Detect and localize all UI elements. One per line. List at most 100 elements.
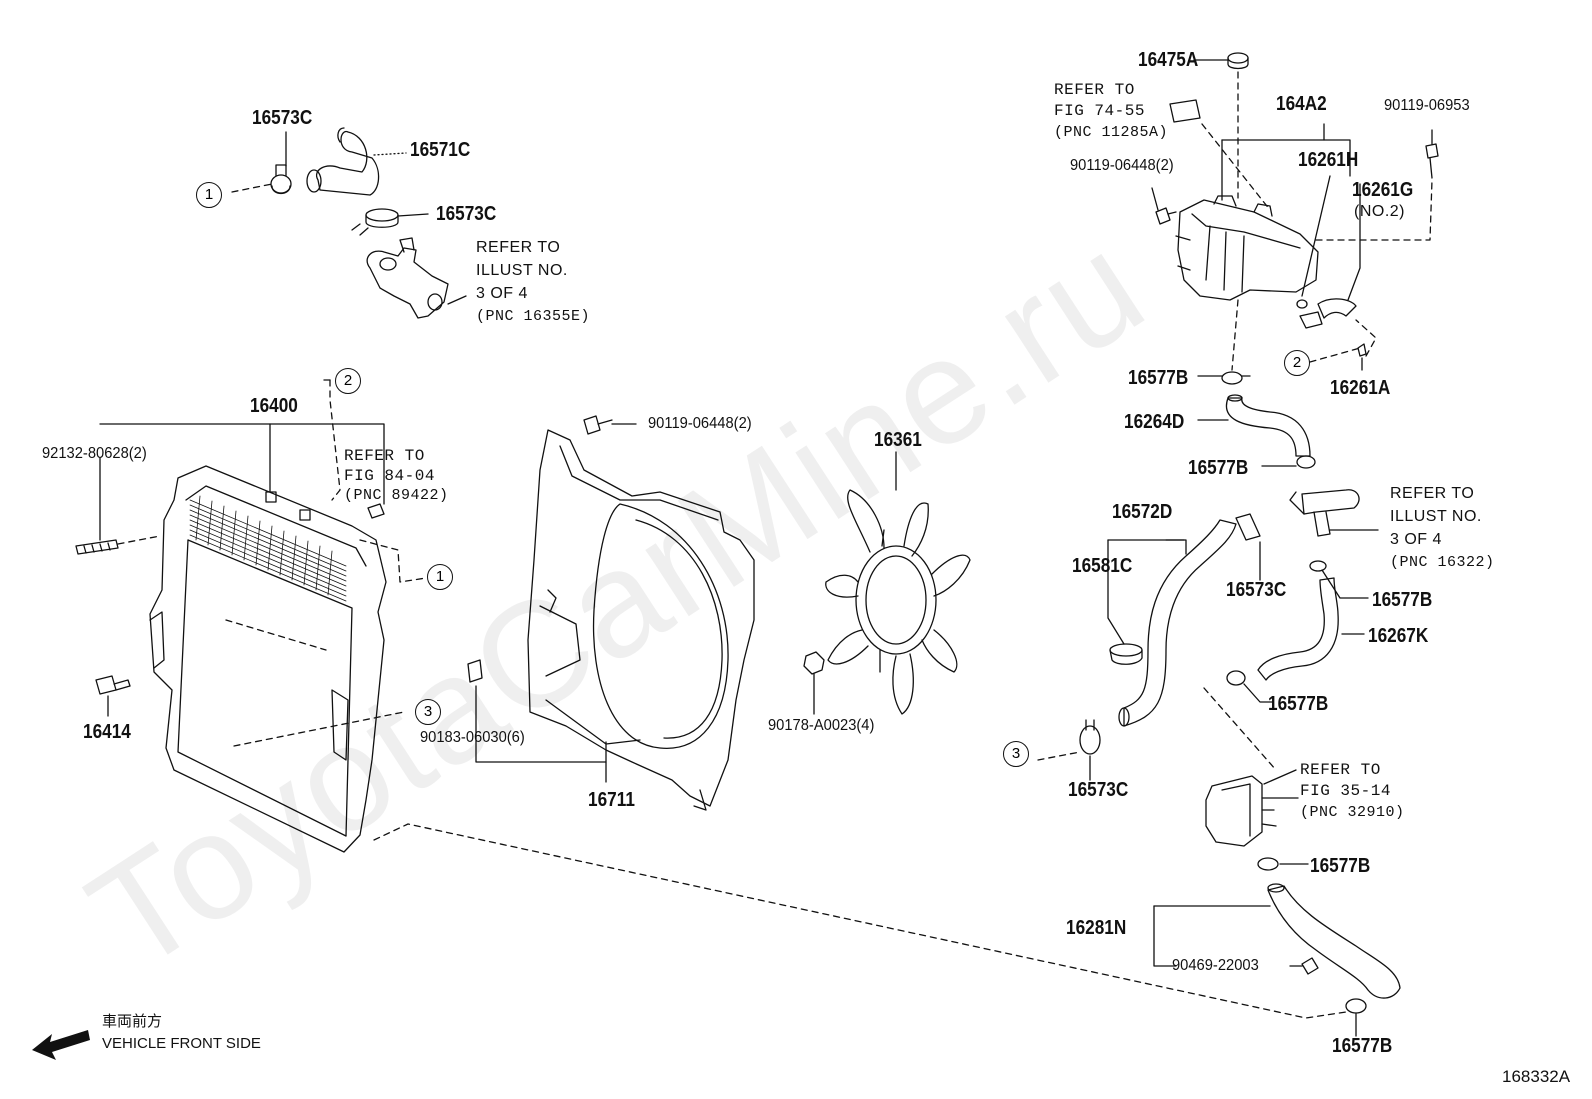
hose-16572D-drawing xyxy=(1118,519,1237,727)
refer-line: 3 OF 4 xyxy=(476,285,528,302)
reservoir-164A2-drawing xyxy=(1175,195,1319,301)
refer-line: ILLUST NO. xyxy=(1390,508,1482,525)
clamp-16577B-bottom-drawing xyxy=(1345,998,1367,1014)
bolt-16414-drawing xyxy=(95,675,131,695)
clip-90469-drawing xyxy=(1301,957,1319,975)
callout-3-radiator: 3 xyxy=(415,699,441,725)
callout-2-reservoir: 2 xyxy=(1284,350,1310,376)
clamp-16573C-lower-drawing xyxy=(1079,719,1101,755)
pipe-16322-drawing xyxy=(1289,489,1360,537)
refer-line: (PNC 16355E) xyxy=(476,308,591,325)
hose-16264D-drawing xyxy=(1225,394,1311,457)
part-label-16267K: 16267K xyxy=(1368,625,1429,647)
part-label-90119-06953: 90119-06953 xyxy=(1384,97,1470,114)
part-label-16571C: 16571C xyxy=(410,139,471,161)
part-label-16577B-mid: 16577B xyxy=(1188,457,1249,479)
part-label-164A2: 164A2 xyxy=(1276,93,1327,115)
bolt-90119-res-drawing xyxy=(1155,207,1177,225)
hose-16281N-drawing xyxy=(1267,883,1401,999)
part-label-16261G: 16261G xyxy=(1352,179,1414,201)
clamp-16573C-right-drawing xyxy=(1235,513,1261,541)
refer-line: (PNC 11285A) xyxy=(1054,124,1169,141)
refer-note-fig-74-55: REFER TO FIG 74-55 (PNC 11285A) xyxy=(1054,80,1168,143)
part-label-16361: 16361 xyxy=(874,429,922,451)
part-label-16475A: 16475A xyxy=(1138,49,1199,71)
grommet-89422-drawing xyxy=(367,503,385,519)
part-label-16577B-267K: 16577B xyxy=(1372,589,1433,611)
part-label-16573C-lower: 16573C xyxy=(1068,779,1129,801)
refer-line: FIG 35-14 xyxy=(1300,782,1391,800)
refer-note-fig-84-04: REFER TO FIG 84-04 (PNC 89422) xyxy=(344,446,449,506)
callout-3-hose: 3 xyxy=(1003,741,1029,767)
clamp-16573C-mid-drawing xyxy=(351,208,399,236)
part-label-16264D: 16264D xyxy=(1124,411,1185,433)
figure-code: 168332A xyxy=(1502,1067,1571,1086)
part-label-90178-A0023: 90178-A0023(4) xyxy=(768,717,875,734)
refer-note-16322: REFER TO ILLUST NO. 3 OF 4 (PNC 16322) xyxy=(1390,482,1495,574)
front-direction-jp: 車両前方 xyxy=(102,1013,163,1030)
plate-11285A-drawing xyxy=(1169,99,1201,123)
part-label-16261A: 16261A xyxy=(1330,377,1391,399)
callout-1-upper: 1 xyxy=(196,182,222,208)
cap-16475A-drawing xyxy=(1227,52,1249,70)
nut-90178-drawing xyxy=(803,651,825,675)
stud-bolt-92132-drawing xyxy=(75,539,119,555)
part-label-16261H: 16261H xyxy=(1298,149,1359,171)
hose-16261G-drawing xyxy=(1299,298,1357,329)
clamp-16577B-mid-drawing xyxy=(1296,455,1316,469)
part-label-16281N: 16281N xyxy=(1066,917,1127,939)
water-outlet-16355E-drawing xyxy=(366,237,449,319)
refer-line: REFER TO xyxy=(1300,761,1381,779)
refer-line: REFER TO xyxy=(344,447,425,465)
part-label-90469-22003: 90469-22003 xyxy=(1172,957,1259,974)
part-label-16577B-top: 16577B xyxy=(1128,367,1189,389)
part-label-16577B-lower: 16577B xyxy=(1268,693,1329,715)
bolt-90119-06953-drawing xyxy=(1425,143,1439,179)
part-label-16711: 16711 xyxy=(588,789,635,811)
part-label-16581C: 16581C xyxy=(1072,555,1133,577)
part-label-16572D: 16572D xyxy=(1112,501,1173,523)
part-label-16577B-cooler: 16577B xyxy=(1310,855,1371,877)
callout-1-radiator: 1 xyxy=(427,564,453,590)
refer-line: REFER TO xyxy=(476,239,561,256)
clamp-16581C-drawing xyxy=(1109,643,1143,665)
front-direction-arrow-icon xyxy=(32,1030,90,1060)
radiator-16400-drawing xyxy=(149,465,387,853)
clip-16261H-drawing xyxy=(1296,299,1308,309)
clamp-16577B-lower-drawing xyxy=(1226,670,1246,686)
clamp-16577B-267K-drawing xyxy=(1309,560,1327,572)
part-label-92132-80628: 92132-80628(2) xyxy=(42,445,147,462)
refer-line: (PNC 16322) xyxy=(1390,554,1495,571)
callout-2-radiator: 2 xyxy=(335,368,361,394)
clamp-16577B-top-drawing xyxy=(1221,371,1251,385)
refer-note-16355E: REFER TO ILLUST NO. 3 OF 4 (PNC 16355E) xyxy=(476,236,590,328)
cooler-32910-drawing xyxy=(1205,775,1277,847)
refer-line: FIG 84-04 xyxy=(344,467,435,485)
fan-shroud-16711-drawing xyxy=(527,429,755,811)
part-label-90183-06030: 90183-06030(6) xyxy=(420,729,525,746)
refer-line: (PNC 89422) xyxy=(344,487,449,504)
part-label-16577B-bottom: 16577B xyxy=(1332,1035,1393,1057)
refer-line: FIG 74-55 xyxy=(1054,102,1145,120)
clip-16261A-drawing xyxy=(1357,343,1367,357)
refer-line: ILLUST NO. xyxy=(476,262,568,279)
clip-90183-drawing xyxy=(467,659,483,683)
cooling-fan-16361-drawing xyxy=(825,489,971,715)
clamp-16573C-upper-drawing xyxy=(270,164,292,195)
hose-16267K-drawing xyxy=(1257,577,1339,681)
part-label-90119-06448-res: 90119-06448(2) xyxy=(1070,157,1174,174)
refer-note-fig-35-14: REFER TO FIG 35-14 (PNC 32910) xyxy=(1300,760,1405,823)
refer-line: (PNC 32910) xyxy=(1300,804,1405,821)
part-label-16573C-right: 16573C xyxy=(1226,579,1287,601)
part-label-16573C-upper: 16573C xyxy=(252,107,313,129)
refer-line: 3 OF 4 xyxy=(1390,531,1442,548)
part-label-16261G-sub: (NO.2) xyxy=(1354,203,1405,220)
part-label-16573C-mid: 16573C xyxy=(436,203,497,225)
hose-16571C-drawing xyxy=(306,127,380,196)
part-label-16400: 16400 xyxy=(250,395,298,417)
clamp-16577B-cooler-drawing xyxy=(1257,857,1279,871)
front-direction-en: VEHICLE FRONT SIDE xyxy=(102,1035,261,1052)
part-label-90119-06448-fan: 90119-06448(2) xyxy=(648,415,752,432)
part-label-16414: 16414 xyxy=(83,721,131,743)
